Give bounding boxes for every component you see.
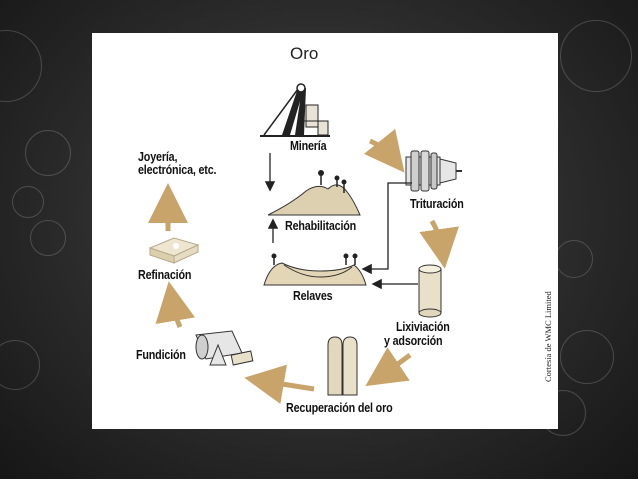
flow-lines [264, 153, 418, 290]
arrow-mineria-trituracion [363, 128, 405, 173]
label-fundicion: Fundición [136, 348, 186, 362]
mine-headframe-icon [260, 83, 330, 137]
arrow-trituracion-lixiviacion [419, 219, 459, 269]
gold-bar-icon [148, 237, 200, 264]
bg-circle [560, 20, 632, 92]
bg-circle [555, 240, 593, 278]
rehab-land-icon [267, 170, 361, 216]
bg-circle [12, 186, 44, 218]
label-lixiviacion-1: Lixiviación [396, 320, 450, 334]
label-recuperacion: Recuperación del oro [286, 401, 393, 415]
tailings-pond-icon [263, 253, 367, 286]
diagram-title: Oro [290, 44, 319, 63]
label-lixiviacion-2: y adsorción [384, 334, 443, 348]
bg-circle [0, 30, 42, 102]
arrow-fundicion-refinacion [155, 281, 196, 328]
arrow-lixiviacion-recuperacion [365, 347, 412, 387]
diagram-canvas [148, 83, 462, 405]
credit-text: Cortesía de WMC Limited [543, 291, 553, 382]
label-trituracion: Trituración [410, 197, 464, 211]
bg-circle [25, 130, 71, 176]
bg-circle [0, 340, 40, 390]
label-mineria: Minería [290, 139, 327, 153]
label-joyeria-1: Joyería, [138, 150, 178, 164]
label-joyeria-2: electrónica, etc. [138, 163, 217, 177]
arrow-recuperacion-fundicion [244, 364, 315, 405]
cycle-arrows [148, 128, 459, 405]
label-refinacion: Refinación [138, 268, 192, 282]
label-rehabilitacion: Rehabilitación [285, 219, 357, 233]
bg-circle [560, 330, 614, 384]
leach-tank-icon [418, 264, 442, 318]
furnace-icon [195, 330, 254, 366]
gold-process-diagram: Oro Minería Trituración Lixiviación y ad… [92, 33, 558, 429]
bg-circle [30, 220, 66, 256]
crusher-icon [405, 150, 462, 192]
label-relaves: Relaves [293, 289, 333, 303]
line-trituracion-relaves [361, 182, 412, 275]
recovery-columns-icon [327, 336, 358, 396]
